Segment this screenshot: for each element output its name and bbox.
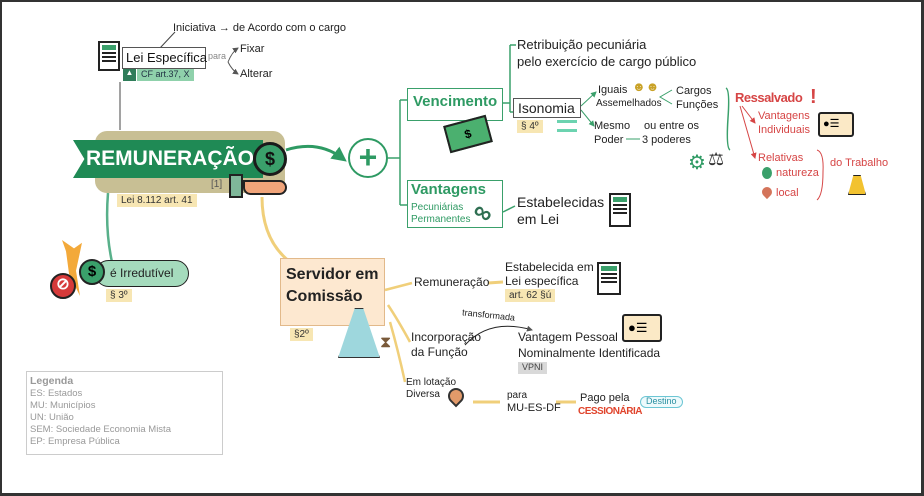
vpni-tag: VPNI <box>518 362 548 374</box>
estabelecida-line2: Lei específica <box>505 274 579 288</box>
assemelhados-text: Assemelhados <box>596 98 662 109</box>
estabelecidas-line1: Estabelecidas <box>517 194 605 210</box>
poder-text: Poder <box>594 134 624 146</box>
vantagens-node[interactable] <box>407 180 503 228</box>
incorporacao-line1: Incorporação <box>411 330 482 344</box>
plus-icon: + <box>348 138 388 178</box>
id-card-icon: ●☰ <box>818 112 854 137</box>
legend-box: Legenda ES: Estados MU: Municípios UN: U… <box>26 371 223 455</box>
scale-icon: ⚖ <box>708 149 725 169</box>
destino-cloud: Destino <box>640 396 683 408</box>
pago-pela-text: Pago pela <box>580 392 630 404</box>
gear-icon: ⚙ <box>688 152 706 174</box>
natureza-text: natureza <box>776 167 819 179</box>
legend-item: SEM: Sociedade Economia Mista <box>30 423 171 435</box>
alterar-text: Alterar <box>240 68 273 80</box>
iguais-text: Iguais <box>598 84 628 96</box>
exclamation-icon: ! <box>810 86 817 108</box>
irredutivel-line <box>105 192 114 263</box>
irredutivel-ref: § 3º <box>106 289 132 302</box>
cf-ref-tag: CF art.37, X <box>137 69 194 81</box>
relativas-text: Relativas <box>758 152 804 164</box>
mesmo-text: Mesmo <box>594 120 631 132</box>
vantagens-sub2: Permanentes <box>411 214 471 225</box>
lotacao-line2: Diversa <box>406 389 440 400</box>
lei-especifica-node[interactable]: Lei Específica <box>122 47 207 69</box>
lei-8112-ref: Lei 8.112 art. 41 <box>117 194 197 207</box>
mountain-icon: ▲ <box>123 68 136 81</box>
central-banner[interactable] <box>73 140 263 178</box>
dollar-coin-icon: $ <box>253 142 287 176</box>
para-label: para <box>208 51 227 61</box>
para-arrow-alterar <box>227 61 239 75</box>
iniciativa-line <box>159 31 176 49</box>
cargos-text: Cargos <box>676 85 712 97</box>
id-card-icon: ●☰ <box>622 314 662 342</box>
vantagens-individuais-line2: Individuais <box>758 124 810 136</box>
vantagens-individuais-line1: Vantagens <box>758 110 810 122</box>
servidor-title-line1: Servidor em <box>286 266 379 283</box>
central-title: REMUNERAÇÃO <box>86 147 254 170</box>
definition-line1: Retribuição pecuniária <box>517 37 647 52</box>
legend-title: Legenda <box>30 375 74 387</box>
local-text: local <box>776 187 799 199</box>
document-icon <box>597 262 621 295</box>
legend-item: ES: Estados <box>30 387 83 399</box>
hourglass-icon: ⧗ <box>380 334 392 351</box>
ou-entre-text: ou entre os <box>644 120 700 132</box>
ressalvado-title: Ressalvado <box>735 90 803 105</box>
vantagens-sub1: Pecuniárias <box>411 202 464 213</box>
vantagem-pessoal-line2: Nominalmente Identificada <box>518 346 661 360</box>
incorporacao-line2: da Função <box>411 345 468 359</box>
servidor-title-line2: Comissão <box>286 288 363 305</box>
estabelecidas-line2: em Lei <box>517 211 560 227</box>
ressalvado-brace <box>725 87 731 151</box>
funcoes-text: Funções <box>676 99 719 111</box>
para-arrow-fixar <box>227 47 239 63</box>
legend-item: MU: Municípios <box>30 400 96 411</box>
art62-ref: art. 62 §ú <box>505 289 556 302</box>
definition-line2: pelo exercício de cargo público <box>517 54 697 69</box>
vantagem-pessoal-line1: Vantagem Pessoal <box>518 330 618 344</box>
servidor-node[interactable] <box>280 258 385 326</box>
document-icon <box>98 41 120 71</box>
vencimento-title: Vencimento <box>413 93 498 110</box>
dollar-icon: $ <box>79 259 105 285</box>
vantagens-title: Vantagens <box>411 181 487 198</box>
hand-palm-icon <box>243 180 287 195</box>
cessionaria-text: Cessionária <box>578 406 642 417</box>
destinos-text: MU-ES-DF <box>507 402 561 414</box>
vencimento-node[interactable] <box>407 88 503 121</box>
legend-item: EP: Empresa Pública <box>30 436 120 447</box>
trabalho-brace <box>816 149 824 201</box>
tree-icon <box>762 167 772 179</box>
smiley-faces-icon: ☻☻ <box>632 79 660 94</box>
lotacao-line1: Em lotação <box>406 377 457 388</box>
irredutivel-label: é Irredutível <box>110 266 174 280</box>
tres-poderes-text: 3 poderes <box>642 134 691 146</box>
legend-item: UN: União <box>30 412 74 423</box>
iniciativa-text: Iniciativa → de Acordo com o cargo <box>173 22 347 34</box>
isonomia-node[interactable]: Isonomia <box>513 98 581 118</box>
remuneracao-text: Remuneração <box>414 275 490 289</box>
plus-bracket <box>388 99 407 206</box>
central-plus-arrow <box>285 144 347 162</box>
do-trabalho-text: do Trabalho <box>830 157 889 169</box>
stack-icon <box>557 120 577 132</box>
fixar-text: Fixar <box>240 43 265 55</box>
document-icon <box>609 193 631 227</box>
isonomia-ref: § 4º <box>517 120 543 133</box>
hand-icon <box>229 174 243 198</box>
central-note[interactable]: [1] <box>211 179 223 190</box>
estabelecida-line1: Estabelecida em <box>505 260 594 274</box>
para-text: para <box>507 390 528 401</box>
servidor-ref: §2º <box>290 328 313 341</box>
prohibited-icon: ⊘ <box>50 273 76 299</box>
servidor-curve <box>260 196 291 264</box>
